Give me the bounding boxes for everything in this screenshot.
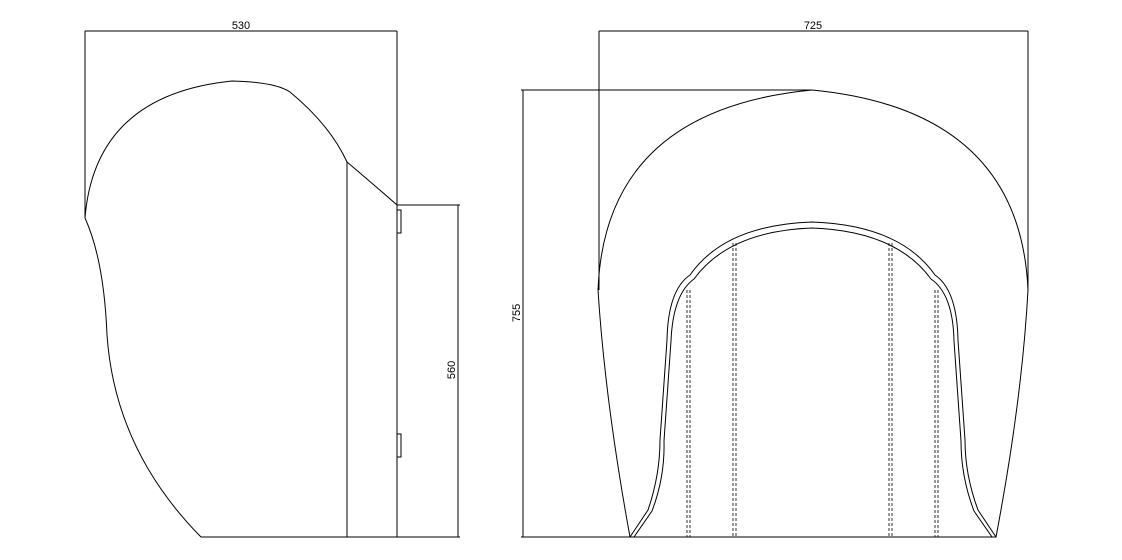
dim-label-side-height: 560 <box>446 361 458 379</box>
front-view-opening-outer <box>629 221 997 538</box>
lower-bracket <box>396 433 402 458</box>
front-view: 725 755 <box>511 20 1029 538</box>
side-view: 530 560 <box>84 20 460 538</box>
front-view-opening-inner <box>633 227 993 538</box>
front-view-outer-shell <box>597 89 1029 538</box>
dim-label-front-height: 755 <box>511 304 523 322</box>
dim-label-front-width: 725 <box>804 20 822 32</box>
dim-label-side-width: 530 <box>232 20 250 32</box>
upper-bracket <box>396 209 402 234</box>
side-view-outline <box>84 80 398 538</box>
